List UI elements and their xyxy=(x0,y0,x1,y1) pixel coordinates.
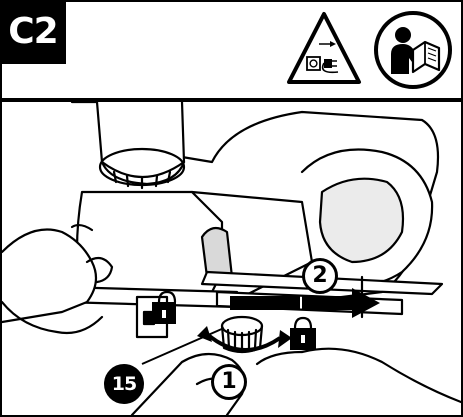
unplug-warning-icon xyxy=(287,12,361,84)
header-divider xyxy=(0,98,463,102)
callout-step-one: 1 xyxy=(211,364,247,400)
step-label: C2 xyxy=(0,0,66,64)
panel-header: C2 xyxy=(0,0,463,98)
read-manual-icon xyxy=(374,11,452,89)
callout-step-two: 2 xyxy=(302,258,338,294)
callout-depth-knob: 15 xyxy=(104,364,144,404)
